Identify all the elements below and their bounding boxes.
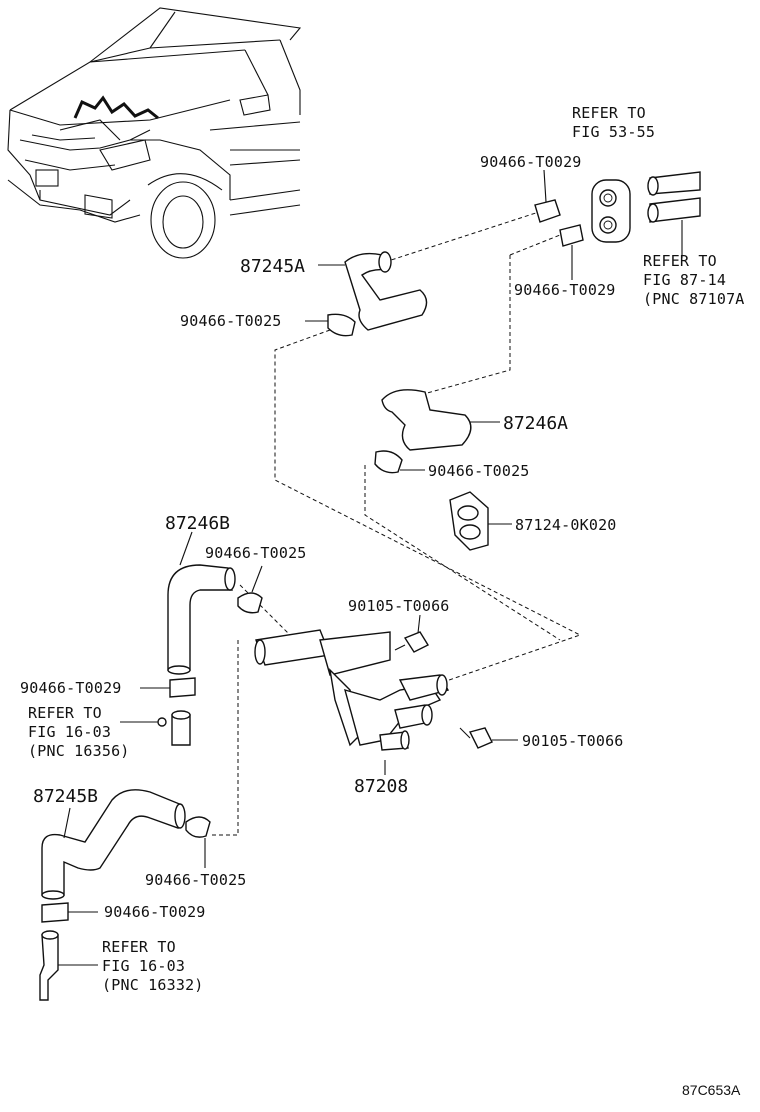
pipe-fig-16-03-a — [120, 710, 191, 746]
heater-core-grommet — [591, 171, 701, 258]
clamp-87246B — [237, 565, 263, 614]
label-valve-87208: 87208 — [354, 776, 408, 797]
label-clamp-87246A: 90466-T0025 — [428, 462, 530, 480]
hose-87246A — [381, 389, 500, 451]
svg-text:REFER TO: REFER TO — [643, 252, 717, 270]
svg-text:FIG 16-03: FIG 16-03 — [102, 957, 185, 975]
bolt-upper — [394, 614, 429, 653]
svg-text:REFER TO: REFER TO — [572, 104, 646, 122]
svg-text:FIG 16-03: FIG 16-03 — [28, 723, 111, 741]
label-refer-fig-87-14: REFER TO FIG 87-14 (PNC 87107A — [643, 252, 745, 308]
svg-text:FIG 87-14: FIG 87-14 — [643, 271, 726, 289]
diagram-id: 87C653A — [682, 1082, 741, 1098]
clip-87246B-bottom — [140, 677, 196, 698]
label-hose-87245B: 87245B — [33, 786, 98, 807]
label-hose-87246B: 87246B — [165, 513, 230, 534]
svg-text:REFER TO: REFER TO — [28, 704, 102, 722]
label-clip-87246B-bottom: 90466-T0029 — [20, 679, 122, 697]
svg-text:(PNC 16332): (PNC 16332) — [102, 976, 204, 994]
label-refer-fig-53-55: REFER TO FIG 53-55 — [572, 104, 655, 141]
label-hose-87245A: 87245A — [240, 256, 305, 277]
svg-text:(PNC 16356): (PNC 16356) — [28, 742, 130, 760]
vehicle-illustration — [7, 7, 302, 259]
bracket-87124 — [449, 491, 512, 551]
clamp-87245B — [185, 816, 211, 868]
label-clip-87245B-bottom: 90466-T0029 — [104, 903, 206, 921]
label-bolt-right: 90105-T0066 — [522, 732, 624, 750]
hose-87246B — [167, 531, 236, 675]
label-clamp-87246B: 90466-T0025 — [205, 544, 307, 562]
bolt-right — [459, 727, 518, 749]
clamp-87246A — [374, 450, 425, 474]
clip-top-2 — [559, 224, 584, 280]
dashed-connection-lines — [210, 209, 582, 836]
clip-top-1 — [534, 169, 561, 223]
clamp-87245A — [305, 313, 356, 337]
valve-87208 — [254, 629, 450, 775]
svg-text:REFER TO: REFER TO — [102, 938, 176, 956]
label-bracket-87124: 87124-0K020 — [515, 516, 617, 534]
hose-87245B — [41, 789, 186, 900]
svg-text:(PNC 87107A: (PNC 87107A — [643, 290, 745, 308]
label-clamp-87245A: 90466-T0025 — [180, 312, 282, 330]
pipe-fig-16-03-b — [39, 930, 98, 1001]
label-refer-fig-16-03-b: REFER TO FIG 16-03 (PNC 16332) — [102, 938, 204, 994]
svg-text:FIG 53-55: FIG 53-55 — [572, 123, 655, 141]
label-bolt-upper: 90105-T0066 — [348, 597, 450, 615]
clip-87245B-bottom — [41, 902, 98, 923]
label-refer-fig-16-03-a: REFER TO FIG 16-03 (PNC 16356) — [28, 704, 130, 760]
label-clip-top-2: 90466-T0029 — [514, 281, 616, 299]
label-clip-top-1: 90466-T0029 — [480, 153, 582, 171]
hose-87245A — [318, 251, 428, 331]
label-clamp-87245B: 90466-T0025 — [145, 871, 247, 889]
label-hose-87246A: 87246A — [503, 413, 568, 434]
